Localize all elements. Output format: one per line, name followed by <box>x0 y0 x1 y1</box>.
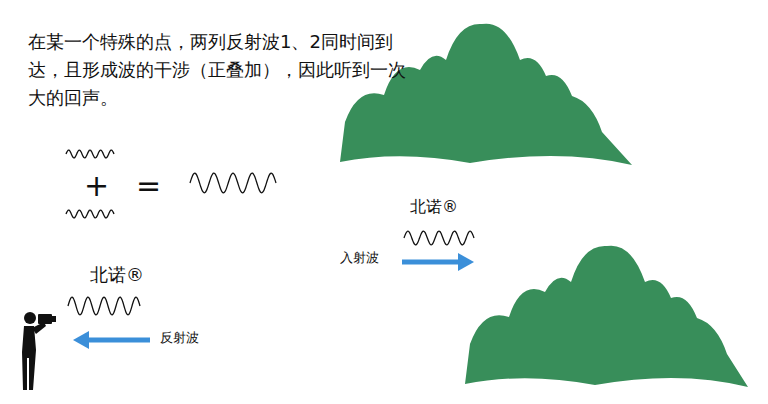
brand-label: 北诺® <box>410 197 458 216</box>
person-with-camera <box>22 312 56 390</box>
arrow-head <box>73 331 89 349</box>
equals-sign: = <box>136 168 161 204</box>
sine-wave <box>190 173 276 193</box>
incident-arrow <box>402 253 474 271</box>
camera-lens <box>50 316 56 322</box>
arrow-shaft <box>402 260 462 265</box>
mountain-shape <box>465 246 748 387</box>
sine-wave <box>66 150 114 158</box>
brand-label: 北诺® <box>90 264 144 286</box>
wave-group <box>66 150 474 315</box>
person-head <box>24 312 36 324</box>
sine-wave <box>68 297 140 315</box>
plus-sign: + <box>84 168 109 204</box>
sine-wave <box>404 231 474 245</box>
person-body <box>22 326 36 390</box>
reflected-wave-label: 反射波 <box>160 330 199 346</box>
reflected-arrow <box>73 331 150 349</box>
explanation-text: 在某一个特殊的点，两列反射波1、2同时间到达，且形成波的干涉（正叠加），因此听到… <box>28 28 420 112</box>
mountain <box>465 246 748 387</box>
arrow-shaft <box>86 338 150 343</box>
incident-wave-label: 入射波 <box>340 250 379 266</box>
camera-body <box>38 314 52 324</box>
arrow-head <box>458 253 474 271</box>
sine-wave <box>66 210 114 218</box>
